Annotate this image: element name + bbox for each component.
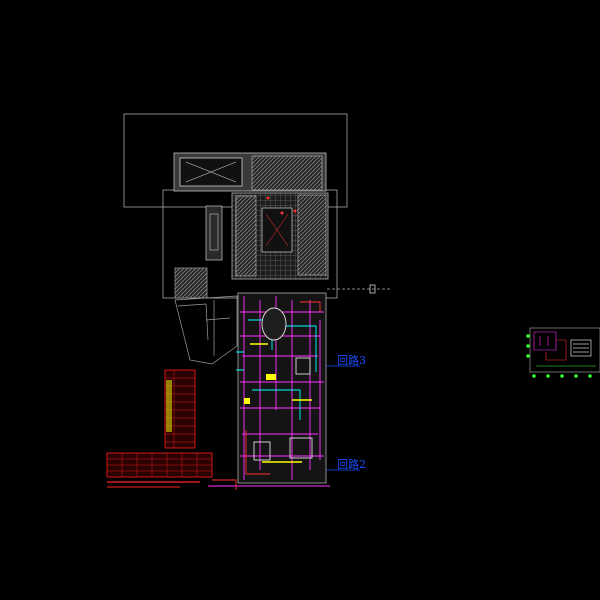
- upper-hatched-block: [173, 152, 327, 192]
- detail-drawing: [526, 327, 600, 378]
- zone-label-lower: 回路2: [337, 458, 366, 471]
- zone-callout-lower: 回路2: [326, 458, 366, 471]
- left-annex: [174, 267, 238, 365]
- service-line: [327, 284, 392, 294]
- middle-floor-plan: [205, 192, 329, 280]
- zone-label-upper: 回路3: [337, 354, 366, 367]
- zone-callout-upper: 回路3: [326, 354, 366, 367]
- title-block-table: [106, 452, 213, 488]
- legend-table-vertical: [164, 369, 196, 449]
- lower-floor-plan: [208, 292, 330, 490]
